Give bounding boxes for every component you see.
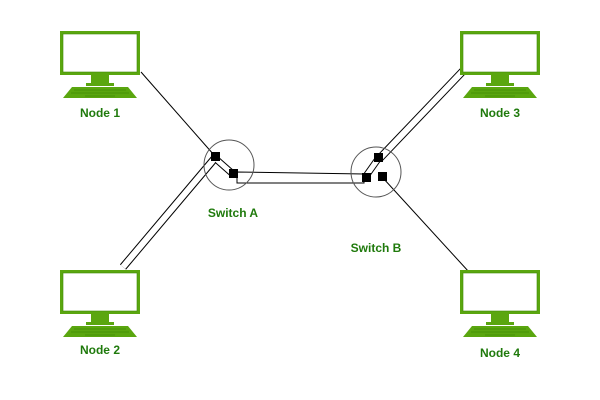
edges xyxy=(119,68,470,273)
node-1[interactable]: Node 1 xyxy=(60,31,140,121)
switch-a[interactable]: Switch A xyxy=(203,139,259,220)
node-2-label: Node 2 xyxy=(80,343,120,357)
switch-icon xyxy=(203,139,255,191)
switch-b-label: Switch B xyxy=(351,241,402,255)
computer-icon xyxy=(460,31,540,100)
node-2[interactable]: Node 2 xyxy=(60,270,140,358)
computer-icon xyxy=(60,31,140,100)
switch-a-label: Switch A xyxy=(208,206,259,220)
edge-node1-switcha xyxy=(140,71,215,156)
edge-switcha-switchb xyxy=(236,171,365,184)
switch-icon xyxy=(350,146,402,198)
edge-node3-switchb xyxy=(377,68,466,161)
edge-node4-switchb xyxy=(382,177,470,273)
node-3-label: Node 3 xyxy=(480,106,520,120)
switch-b[interactable]: Switch B xyxy=(350,146,402,255)
node-1-label: Node 1 xyxy=(80,106,120,120)
node-4-label: Node 4 xyxy=(480,346,520,360)
node-3[interactable]: Node 3 xyxy=(460,31,540,121)
edge-node2-switcha xyxy=(119,155,219,270)
computer-icon xyxy=(60,270,140,339)
node-4[interactable]: Node 4 xyxy=(460,270,540,361)
computer-icon xyxy=(460,270,540,339)
